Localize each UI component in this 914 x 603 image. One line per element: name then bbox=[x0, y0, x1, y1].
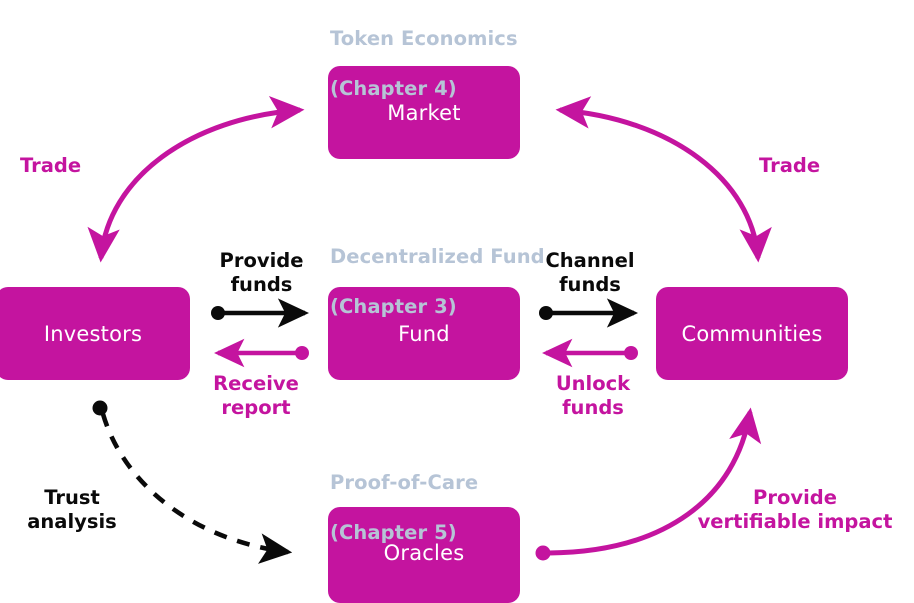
group-label-token-economics-line2: (Chapter 4) bbox=[330, 76, 457, 100]
group-label-decentralized-fund-line1: Decentralized Fund bbox=[330, 244, 545, 268]
node-market[interactable]: Market bbox=[328, 66, 520, 159]
node-oracles-label: Oracles bbox=[383, 541, 465, 565]
edge-label-trade-left: Trade bbox=[20, 154, 82, 177]
node-oracles[interactable]: Oracles bbox=[328, 507, 520, 603]
edge-label-provide-vertifiable-impact: Provide vertifiable impact bbox=[697, 486, 893, 534]
node-fund[interactable]: Fund bbox=[328, 287, 520, 380]
node-investors-label: Investors bbox=[43, 321, 143, 346]
group-label-proof-of-care: Proof-of-Care (Chapter 5) bbox=[330, 446, 478, 571]
group-label-decentralized-fund-line2: (Chapter 3) bbox=[330, 294, 457, 318]
node-fund-label: Fund bbox=[398, 321, 450, 346]
group-label-token-economics-line1: Token Economics bbox=[330, 26, 518, 50]
edge-label-trade-right: Trade bbox=[759, 154, 821, 177]
edge-label-unlock-funds: Unlock funds bbox=[555, 372, 631, 420]
edge-market-communities bbox=[555, 96, 772, 263]
edge-label-channel-funds: Channel funds bbox=[545, 249, 635, 297]
edge-investors-market bbox=[87, 96, 305, 263]
edge-label-provide-funds: Provide funds bbox=[219, 249, 304, 297]
edge-label-receive-report: Receive report bbox=[213, 372, 299, 420]
group-label-decentralized-fund: Decentralized Fund (Chapter 3) bbox=[330, 220, 545, 345]
edge-communities-fund bbox=[542, 338, 638, 368]
node-market-label: Market bbox=[387, 100, 461, 125]
node-communities[interactable]: Communities bbox=[656, 287, 848, 380]
node-investors[interactable]: Investors bbox=[0, 287, 190, 380]
edge-label-trust-analysis: Trust analysis bbox=[27, 486, 117, 534]
edge-fund-communities bbox=[539, 298, 639, 328]
group-label-proof-of-care-line2: (Chapter 5) bbox=[330, 520, 457, 544]
edge-investors-fund bbox=[211, 298, 310, 328]
node-communities-label: Communities bbox=[681, 321, 823, 346]
edge-fund-investors bbox=[214, 338, 309, 368]
group-label-token-economics: Token Economics (Chapter 4) bbox=[330, 2, 518, 127]
group-label-proof-of-care-line1: Proof-of-Care bbox=[330, 470, 479, 494]
